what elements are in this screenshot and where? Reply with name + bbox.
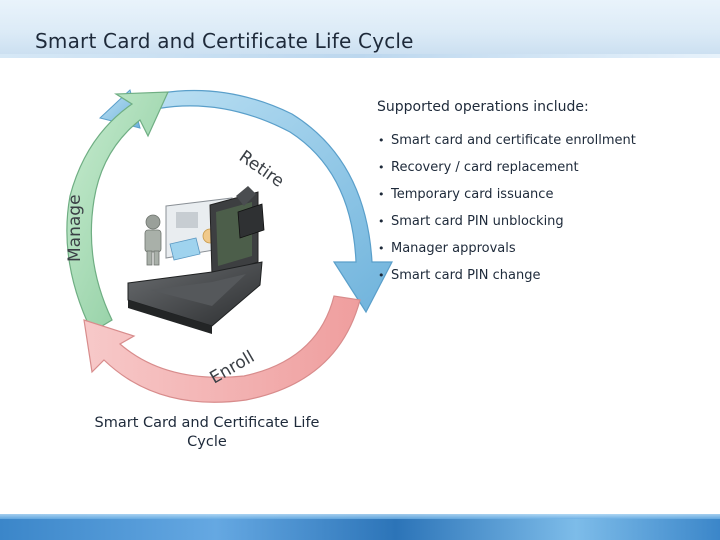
list-item: •Smart card PIN unblocking	[378, 214, 564, 229]
header-band	[0, 0, 720, 58]
retire-arrow	[121, 89, 393, 314]
smart-card-icon	[169, 237, 201, 261]
person-icon	[144, 214, 162, 266]
bullet-icon: •	[378, 269, 385, 282]
list-item: •Manager approvals	[378, 241, 516, 256]
operations-heading: Supported operations include:	[377, 99, 589, 115]
bullet-icon: •	[378, 242, 385, 255]
list-item: •Smart card PIN change	[378, 268, 541, 283]
card-reader-icon	[236, 186, 265, 239]
list-item: •Recovery / card replacement	[378, 160, 579, 175]
footer-band	[0, 514, 720, 540]
list-item: •Smart card and certificate enrollment	[378, 133, 636, 148]
operations-list: •Smart card and certificate enrollment •…	[378, 132, 636, 294]
slide-title: Smart Card and Certificate Life Cycle	[35, 29, 414, 53]
enroll-arrow	[83, 295, 361, 403]
bullet-icon: •	[378, 215, 385, 228]
retire-label: Retire	[235, 147, 287, 192]
manage-arrow	[66, 91, 169, 333]
diagram-caption: Smart Card and Certificate Life Cycle	[94, 415, 320, 450]
bullet-icon: •	[378, 188, 385, 201]
list-item: •Temporary card issuance	[378, 187, 554, 202]
manage-label: Manage	[65, 194, 85, 262]
bullet-icon: •	[378, 161, 385, 174]
bullet-icon: •	[378, 134, 385, 147]
